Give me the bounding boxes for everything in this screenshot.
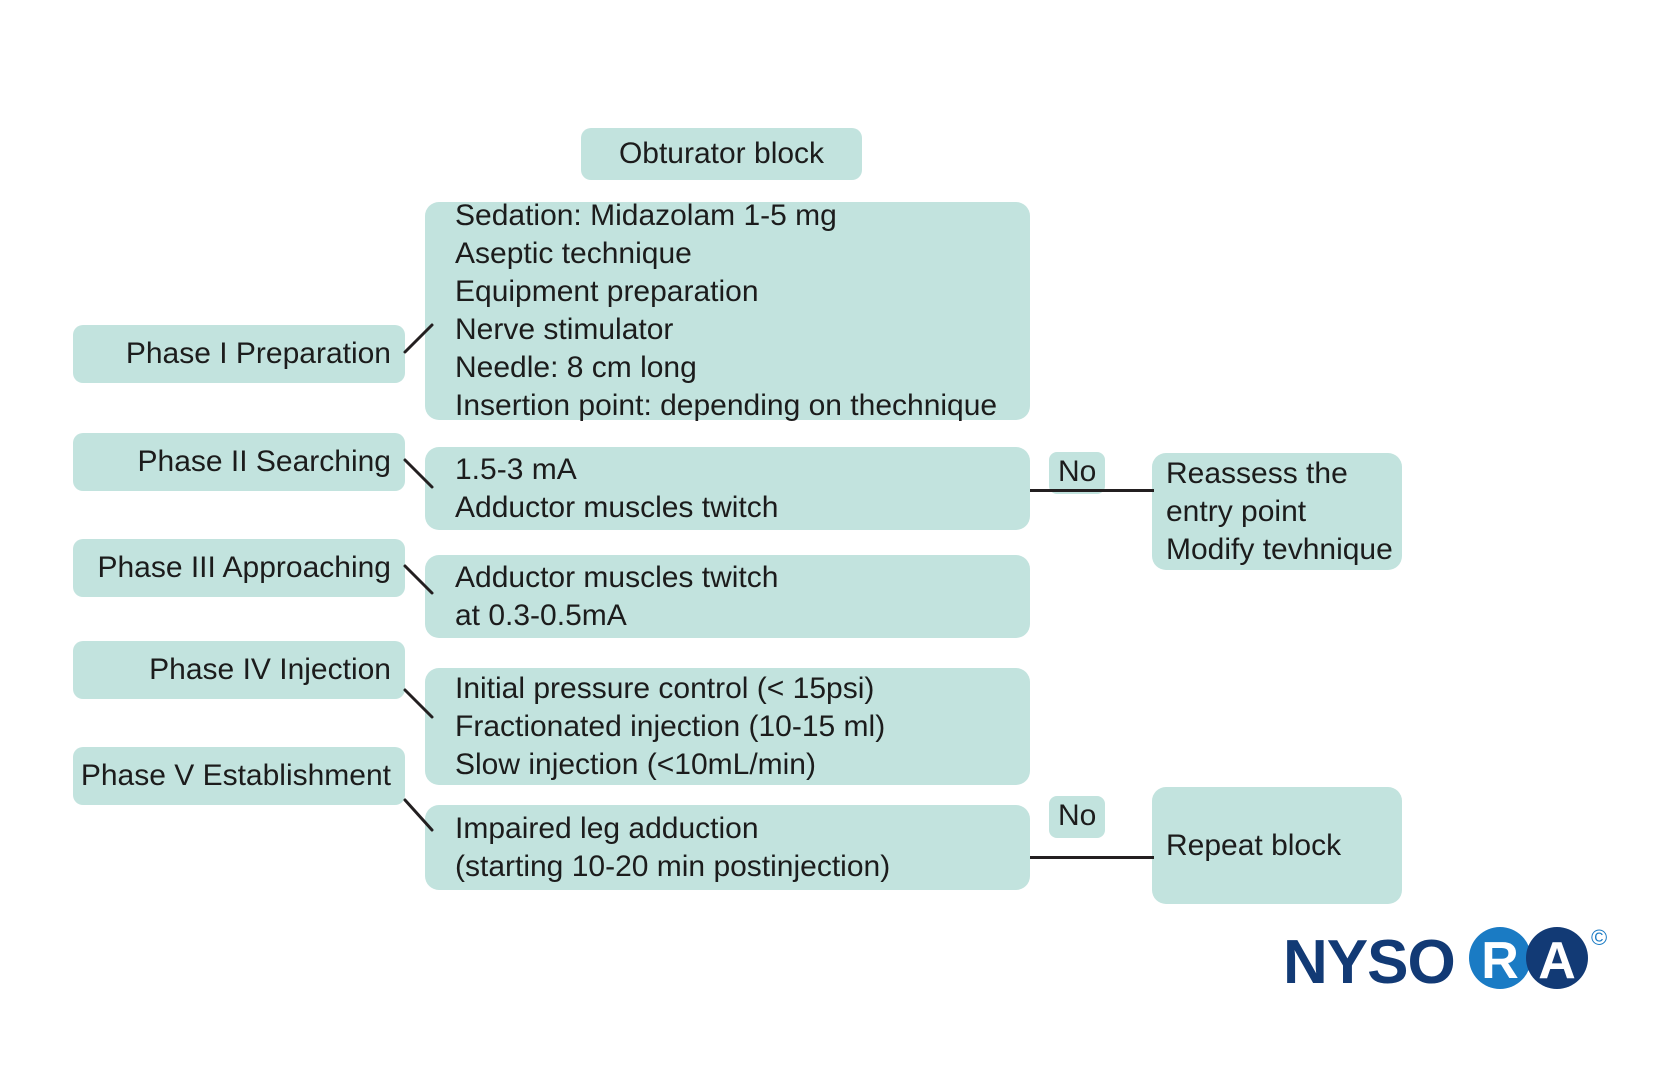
detail-box-injection: Initial pressure control (< 15psi) Fract… (425, 668, 1030, 785)
detail-box-preparation: Sedation: Midazolam 1-5 mg Aseptic techn… (425, 199, 1030, 422)
detail-box-approaching: Adductor muscles twitch at 0.3-0.5mA (425, 555, 1030, 638)
phase-label-2-text: Phase II Searching (137, 445, 392, 478)
copyright-icon: © (1591, 925, 1608, 950)
diagram-title-box: Obturator block (581, 128, 862, 180)
nysora-logo: NYSO R A © (1283, 925, 1633, 1010)
detail-searching-text: 1.5-3 mA Adductor muscles twitch (455, 452, 779, 524)
branch-label-no-reassess: No (1049, 452, 1106, 494)
phase-label-4-text: Phase IV Injection (149, 653, 391, 686)
detail-injection-text: Initial pressure control (< 15psi) Fract… (455, 671, 886, 781)
connector-searching-to-reassess (1030, 489, 1154, 492)
outcome-repeat-text: Repeat block (1166, 828, 1342, 862)
branch-label-no-reassess-text: No (1058, 455, 1097, 488)
branch-label-no-repeat-text: No (1058, 799, 1097, 832)
detail-box-establishment: Impaired leg adduction (starting 10-20 m… (425, 805, 1030, 890)
branch-label-no-repeat: No (1049, 796, 1106, 838)
outcome-box-repeat: Repeat block (1152, 787, 1402, 904)
nysora-logo-r-circle (1469, 927, 1531, 989)
detail-preparation-text: Sedation: Midazolam 1-5 mg Aseptic techn… (455, 199, 998, 422)
outcome-reassess-text: Reassess the entry point Modify tevhniqu… (1166, 456, 1393, 566)
phase-label-1: Phase I Preparation (73, 325, 405, 383)
phase-label-5-text: Phase V Establishment (80, 759, 391, 792)
phase-label-1-text: Phase I Preparation (125, 337, 391, 370)
outcome-box-reassess: Reassess the entry point Modify tevhniqu… (1152, 453, 1402, 570)
nysora-logo-wordmark: NYSO (1283, 928, 1456, 997)
detail-establishment-text: Impaired leg adduction (starting 10-20 m… (455, 811, 891, 883)
diagram-title: Obturator block (618, 137, 825, 170)
connector-establishment-to-repeat (1030, 856, 1154, 859)
phase-label-3-text: Phase III Approaching (97, 551, 391, 584)
phase-label-5: Phase V Establishment (73, 747, 405, 805)
phase-label-3: Phase III Approaching (73, 539, 405, 597)
nysora-logo-r-letter: R (1481, 932, 1519, 990)
detail-approaching-text: Adductor muscles twitch at 0.3-0.5mA (455, 560, 779, 632)
phase-label-2: Phase II Searching (73, 433, 405, 491)
nysora-logo-a-circle (1526, 927, 1588, 989)
nysora-logo-a-letter: A (1538, 932, 1576, 990)
phase-label-4: Phase IV Injection (73, 641, 405, 699)
detail-box-searching: 1.5-3 mA Adductor muscles twitch (425, 447, 1030, 530)
